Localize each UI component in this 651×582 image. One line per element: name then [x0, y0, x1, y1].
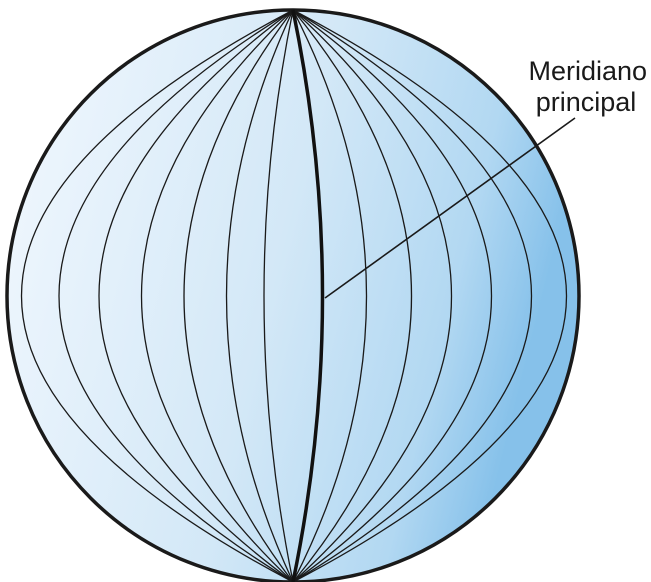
meridian-label-line-2: principal — [536, 87, 637, 117]
meridian-label-line-1: Meridiano — [528, 56, 647, 86]
globe-sphere — [7, 10, 579, 582]
meridian-label: Meridiano principal — [528, 56, 651, 117]
